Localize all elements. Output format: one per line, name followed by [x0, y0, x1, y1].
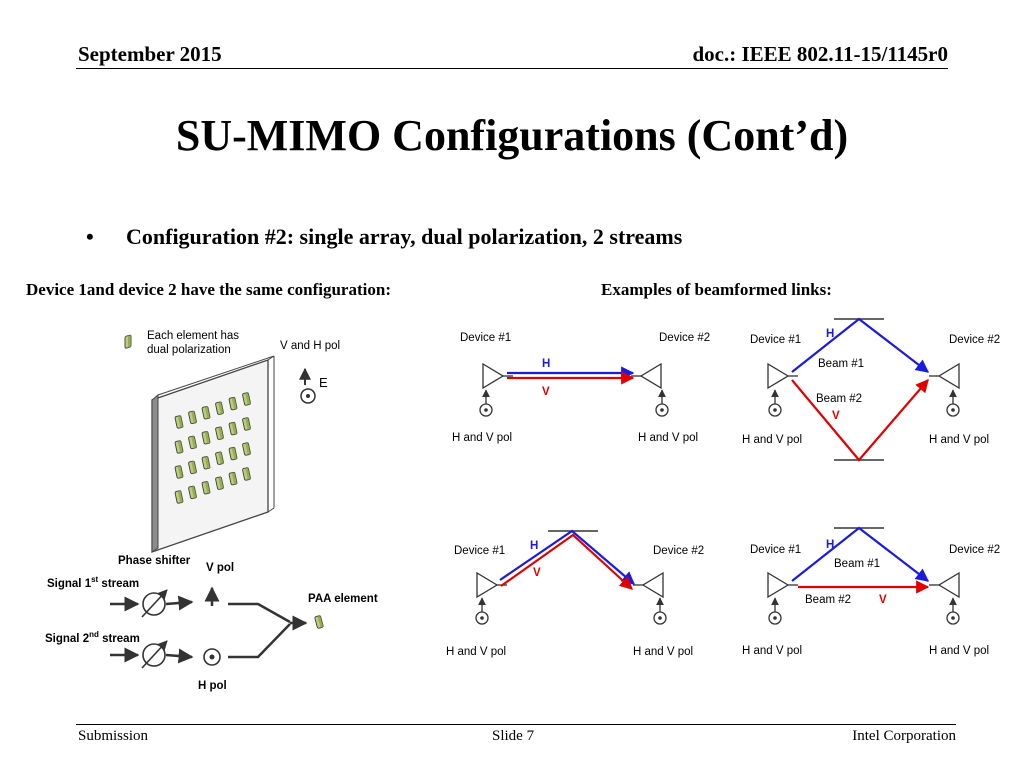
h-pol-symbol — [203, 648, 221, 666]
left-heading: Device 1and device 2 have the same confi… — [26, 280, 391, 299]
v-pol-label: V pol — [206, 562, 234, 574]
ex3-device2-label: Device #2 — [653, 545, 704, 557]
phase-shifter-label: Phase shifter — [118, 555, 191, 567]
ex1-v-label: V — [542, 386, 550, 398]
ex3-pol-left: H and V pol — [446, 646, 506, 658]
ex1-pol-right: H and V pol — [638, 432, 698, 444]
ex4-device1-label: Device #1 — [750, 544, 801, 556]
ex4-beam2-label: Beam #2 — [805, 594, 851, 606]
right-heading: Examples of beamformed links: — [601, 280, 832, 299]
array-pol-label: V and H pol — [280, 340, 340, 352]
header-doc-id: doc.: IEEE 802.11-15/1145r0 — [692, 42, 948, 66]
element-note-line1: Each element has — [147, 330, 239, 342]
bullet-marker: • — [86, 224, 94, 249]
footer-submission: Submission — [78, 728, 149, 744]
element-note-line2: dual polarization — [147, 344, 231, 356]
ex1-device1-label: Device #1 — [460, 332, 511, 344]
paa-element-icon — [314, 614, 324, 630]
phase-shifter-2 — [110, 640, 194, 669]
ex3-device1-label: Device #1 — [454, 545, 505, 557]
example-direct-link — [480, 363, 668, 416]
combiner-lines — [228, 602, 308, 659]
ex4-device2-label: Device #2 — [949, 544, 1000, 556]
ex2-pol-left: H and V pol — [742, 434, 802, 446]
e-field-symbol — [299, 367, 316, 404]
antenna-array — [151, 355, 275, 553]
ex3-pol-right: H and V pol — [633, 646, 693, 658]
ex1-pol-left: H and V pol — [452, 432, 512, 444]
ex2-beam2-label: Beam #2 — [816, 393, 862, 405]
ex1-device2-label: Device #2 — [659, 332, 710, 344]
ex4-pol-left: H and V pol — [742, 645, 802, 657]
paa-element-label: PAA element — [308, 593, 378, 605]
example-two-beams — [767, 317, 960, 462]
ex2-pol-right: H and V pol — [929, 434, 989, 446]
footer-company: Intel Corporation — [852, 728, 956, 744]
ex2-beam1-label: Beam #1 — [818, 358, 864, 370]
ex2-device2-label: Device #2 — [949, 334, 1000, 346]
example-reflected-and-direct — [767, 526, 960, 624]
ex4-beam1-label: Beam #1 — [834, 558, 880, 570]
footer-slide-number: Slide 7 — [492, 728, 535, 744]
signal-2-label: Signal 2nd stream — [45, 630, 140, 645]
ex2-device1-label: Device #1 — [750, 334, 801, 346]
ex4-pol-right: H and V pol — [929, 645, 989, 657]
ex3-h-label: H — [530, 540, 538, 552]
e-label: E — [319, 375, 328, 390]
slide-title: SU-MIMO Configurations (Cont’d) — [175, 111, 849, 160]
ex4-h-label: H — [826, 539, 834, 551]
ex2-v-label: V — [832, 410, 840, 422]
example-reflected-link — [476, 529, 666, 624]
phase-shifter-1 — [110, 589, 194, 618]
ex2-h-label: H — [826, 328, 834, 340]
bullet-text: Configuration #2: single array, dual pol… — [126, 224, 683, 249]
signal-1-label: Signal 1st stream — [47, 575, 139, 590]
ex4-v-label: V — [879, 594, 887, 606]
element-legend-icon — [124, 334, 132, 350]
header-date: September 2015 — [78, 42, 222, 66]
h-pol-label: H pol — [198, 680, 227, 692]
footer-rule — [76, 724, 956, 725]
ex1-h-label: H — [542, 358, 550, 370]
header-rule — [76, 68, 948, 69]
ex3-v-label: V — [533, 567, 541, 579]
